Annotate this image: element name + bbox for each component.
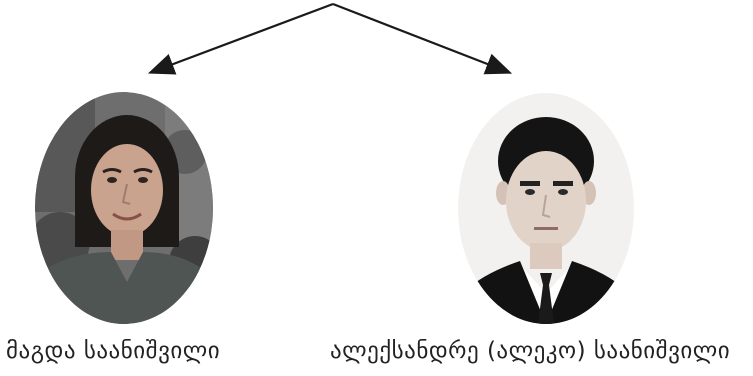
name-label-magda: მაგდა საანიშვილი — [6, 338, 221, 364]
connector-right-arrow — [332, 2, 513, 75]
portrait-magda — [35, 92, 213, 324]
connector-left-arrow — [147, 2, 334, 75]
name-label-aleko: ალექსანდრე (ალეკო) საანიშვილი — [330, 338, 731, 364]
portrait-aleko — [458, 93, 634, 324]
